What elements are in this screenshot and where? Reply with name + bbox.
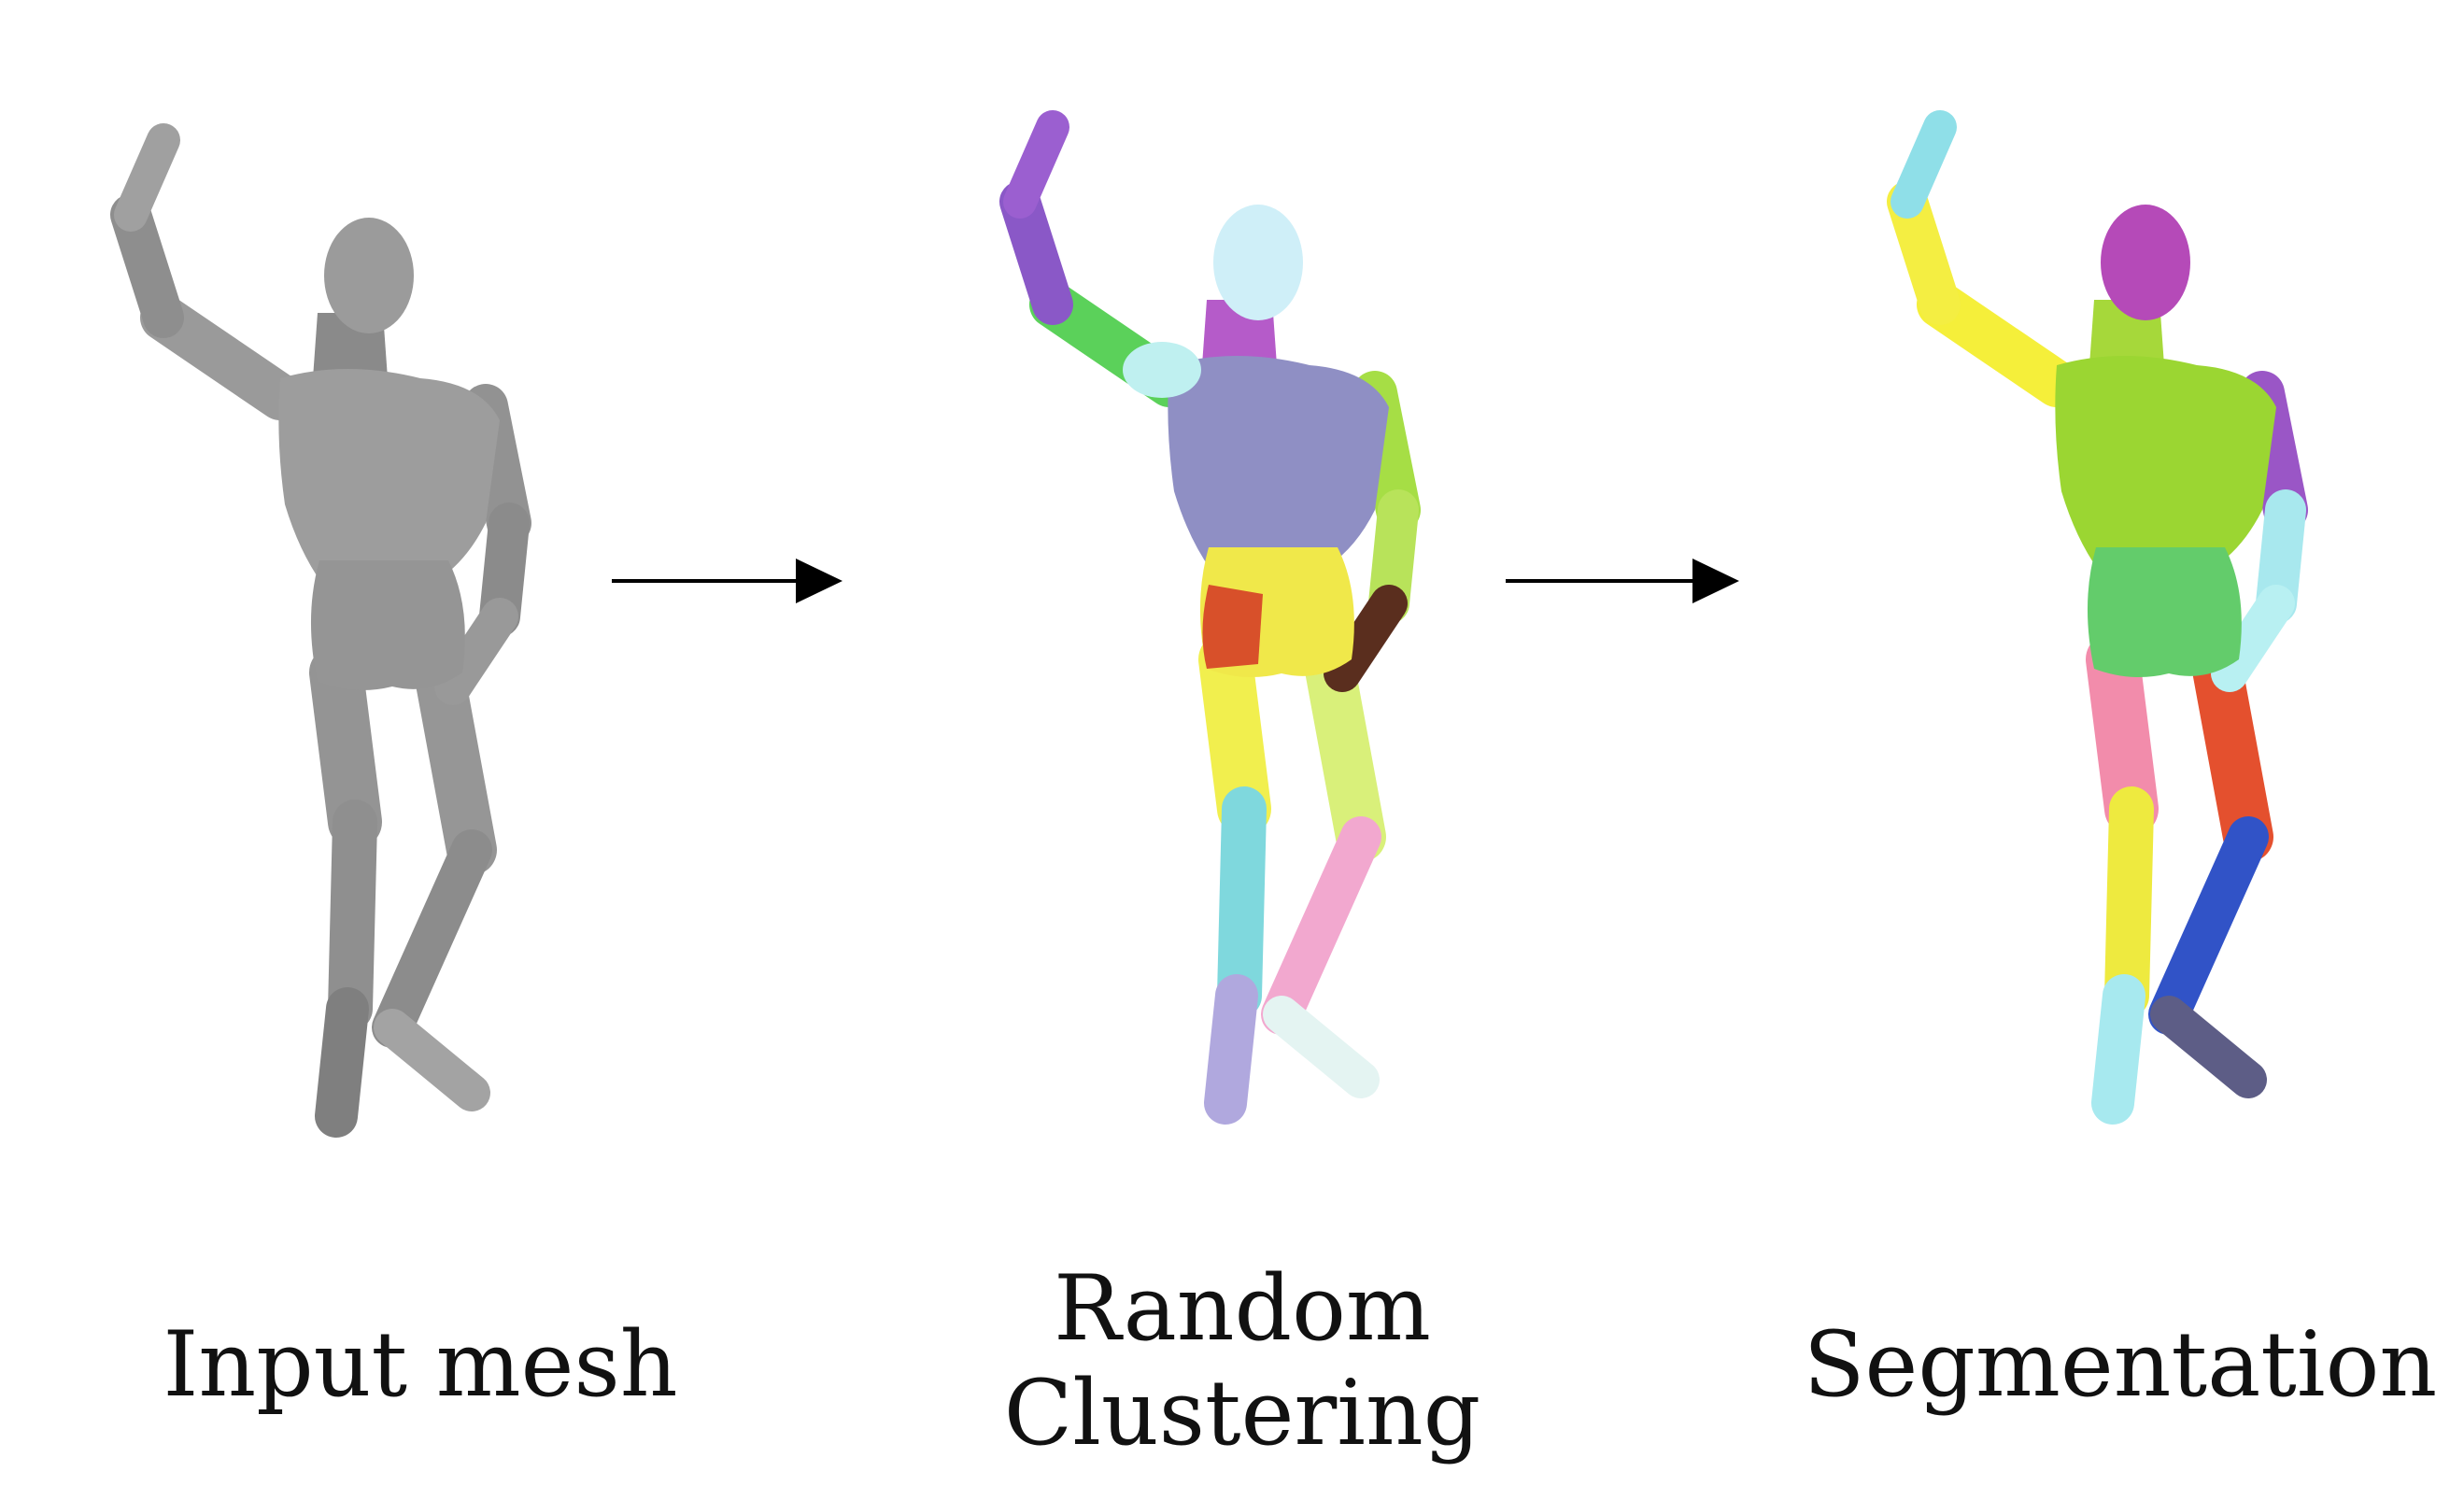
arrow-clustering-to-segmentation: [1506, 559, 1739, 603]
shin-r-segment: [328, 800, 377, 1031]
forearm-r-segment: [110, 194, 184, 338]
forearm-r-segment: [999, 181, 1073, 325]
head-segment: [324, 218, 414, 333]
figure-segmentation: [1887, 110, 2308, 1125]
thigh-r-segment: [2086, 632, 2159, 836]
shin-l-segment: [2148, 816, 2269, 1035]
arrowhead-2: [1692, 559, 1739, 603]
hand-l-segment: [434, 598, 518, 705]
figure-random-clustering: [999, 110, 1421, 1125]
upper-arm-r-segment: [140, 294, 304, 420]
pelvis-segment: [310, 560, 465, 690]
torso-segment: [2055, 356, 2276, 571]
caption-line: Random: [1054, 1256, 1431, 1361]
thigh-r-segment: [309, 645, 382, 849]
shin-l-segment: [372, 829, 492, 1048]
arrowhead-1: [796, 559, 843, 603]
head-segment: [1213, 205, 1303, 320]
figure-input-mesh: [110, 123, 531, 1138]
shin-r-segment: [2104, 786, 2154, 1018]
hand-l-segment: [1324, 585, 1408, 692]
caption-input-mesh: Input mesh: [140, 1312, 701, 1417]
foot-l-segment: [2150, 996, 2267, 1098]
foot-r-segment: [315, 987, 369, 1138]
shoulder-segment: [1123, 342, 1201, 398]
forearm-r-segment: [1887, 181, 1961, 325]
foot-l-segment: [1263, 996, 1380, 1098]
caption-segmentation: Segmentation: [1775, 1312, 2464, 1417]
hand-r-segment: [1890, 110, 1957, 219]
foot-r-segment: [2091, 974, 2145, 1125]
hand-r-segment: [1003, 110, 1069, 219]
caption-random-clustering: Random Clustering: [962, 1256, 1522, 1465]
foot-r-segment: [1204, 974, 1258, 1125]
thigh-r-segment: [1198, 632, 1271, 836]
hand-l-segment: [2211, 585, 2295, 692]
hand-r-segment: [114, 123, 180, 232]
caption-line: Input mesh: [163, 1312, 678, 1417]
foot-l-segment: [374, 1009, 490, 1111]
pelvis-segment: [2087, 547, 2242, 677]
shin-l-segment: [1261, 816, 1381, 1035]
head-segment: [2101, 205, 2190, 320]
caption-line: Segmentation: [1803, 1312, 2438, 1417]
torso-segment: [278, 369, 500, 584]
shin-r-segment: [1217, 786, 1267, 1018]
arrow-input-to-clustering: [612, 559, 843, 603]
torso-segment: [1168, 356, 1389, 571]
hip-patch-segment: [1202, 585, 1263, 669]
upper-arm-r-segment: [1917, 281, 2080, 407]
caption-line: Clustering: [1003, 1361, 1481, 1465]
